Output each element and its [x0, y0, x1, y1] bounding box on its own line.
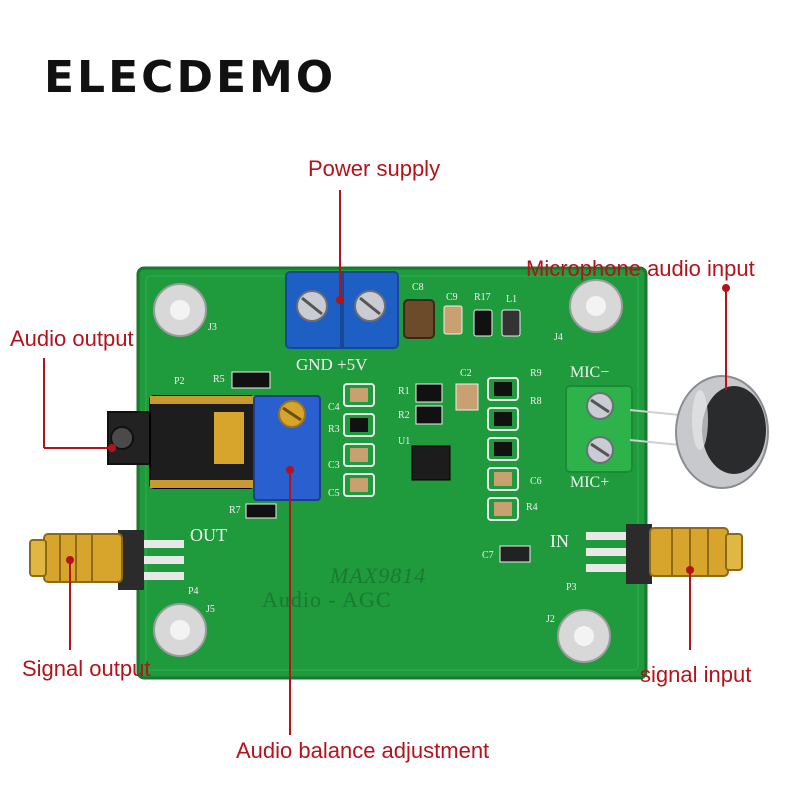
- silk-mic-minus: MIC−: [570, 364, 610, 381]
- silk-c3: C3: [328, 460, 340, 471]
- silk-c8: C8: [412, 282, 424, 293]
- silk-c4: C4: [328, 402, 340, 413]
- silk-p3: P3: [566, 582, 577, 593]
- silk-power-terminal: GND +5V: [296, 355, 368, 374]
- microphone-capsule: [629, 375, 769, 489]
- resistor-r7: [245, 503, 277, 519]
- brand-logo: ELECDEMO: [44, 52, 337, 103]
- silk-in: IN: [550, 531, 569, 551]
- mounting-hole-j2: [557, 609, 611, 663]
- silk-p4: P4: [188, 586, 199, 597]
- sma-connector-in: [586, 524, 743, 584]
- capacitor-c8: [403, 299, 435, 339]
- silk-j4: J4: [554, 332, 563, 343]
- silk-u1: U1: [398, 436, 411, 447]
- silk-chip-name: MAX9814: [330, 563, 427, 588]
- capacitor-c7: [499, 545, 531, 563]
- silk-r4: R4: [526, 502, 538, 513]
- mounting-hole-j5: [153, 603, 207, 657]
- silk-r7: R7: [229, 505, 241, 516]
- capacitor-c9: [443, 305, 463, 335]
- pcb-board: [136, 266, 648, 680]
- power-terminal-block: [285, 271, 399, 349]
- audio-jack: [107, 395, 255, 489]
- silk-l1: L1: [506, 294, 518, 305]
- silk-r5: R5: [213, 374, 225, 385]
- silk-r1: R1: [398, 386, 410, 397]
- silk-c9: C9: [446, 292, 458, 303]
- max9814-chip: [411, 445, 451, 481]
- silk-r8: R8: [530, 396, 542, 407]
- silk-r9: R9: [530, 368, 542, 379]
- callout-audio-balance-adjustment: Audio balance adjustment: [236, 738, 490, 763]
- silk-j5: J5: [206, 604, 215, 615]
- left-component-column: [343, 383, 375, 497]
- silk-r3: R3: [328, 424, 340, 435]
- sma-connector-out: [29, 530, 184, 590]
- callout-signal-input: signal input: [640, 662, 752, 687]
- callout-signal-output: Signal output: [22, 656, 151, 681]
- mounting-hole-j3: [153, 283, 207, 337]
- silk-c6: C6: [530, 476, 542, 487]
- inductor-l1: [501, 309, 521, 337]
- silk-mic-plus: MIC+: [570, 474, 610, 491]
- callout-audio-output: Audio output: [10, 326, 134, 351]
- potentiometer: [253, 395, 321, 501]
- silk-function: Audio - AGC: [262, 587, 392, 612]
- silk-c7: C7: [482, 550, 494, 561]
- mic-terminal-block: [565, 385, 633, 473]
- resistor-r17: [473, 309, 493, 337]
- silk-r2: R2: [398, 410, 410, 421]
- silk-j2: J2: [546, 614, 555, 625]
- center-resistors: [415, 383, 479, 425]
- silk-out: OUT: [190, 525, 227, 545]
- resistor-r5: [231, 371, 271, 389]
- silk-r17: R17: [474, 292, 491, 303]
- callout-microphone-audio-input: Microphone audio input: [526, 256, 755, 281]
- silk-j3: J3: [208, 322, 217, 333]
- silk-c2: C2: [460, 368, 472, 379]
- callout-power-supply: Power supply: [308, 156, 441, 181]
- right-component-column: [487, 377, 519, 521]
- silk-p2: P2: [174, 376, 185, 387]
- silk-c5: C5: [328, 488, 340, 499]
- callout-leaders: [43, 190, 730, 735]
- mounting-hole-j4: [569, 279, 623, 333]
